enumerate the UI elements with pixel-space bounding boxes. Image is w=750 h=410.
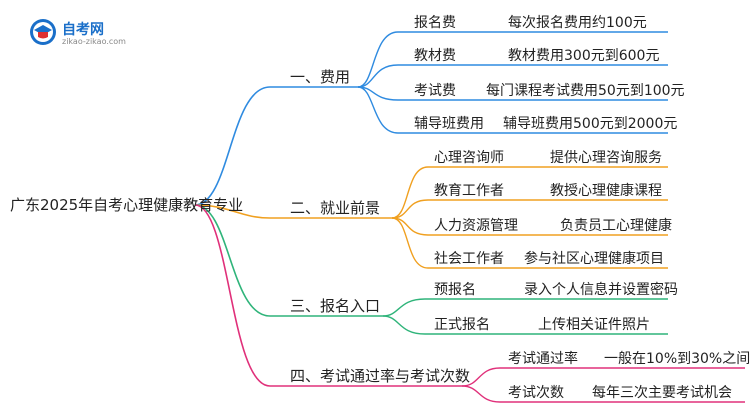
branch-fees: 一、费用: [290, 68, 351, 86]
graduation-cap-icon: [30, 19, 56, 45]
exam-item-value: 一般在10%到30%之间: [604, 351, 750, 367]
connector-root-exam: [194, 204, 462, 387]
branch-career: 二、就业前景: [290, 199, 381, 217]
fee-item-value: 每次报名费用约100元: [508, 15, 647, 31]
career-item-value: 教授心理健康课程: [550, 183, 662, 199]
entry-item-value: 上传相关证件照片: [538, 317, 650, 333]
fee-item-label: 考试费: [414, 83, 456, 99]
career-item-value: 提供心理咨询服务: [550, 150, 662, 166]
fee-item-value: 每门课程考试费用50元到100元: [486, 83, 685, 99]
connector-root-career: [194, 204, 392, 219]
logo: [28, 16, 60, 50]
root-topic: 广东2025年自考心理健康教育专业: [10, 196, 244, 214]
entry-item-label: 正式报名: [434, 317, 490, 333]
fee-item-value: 教材费用300元到600元: [508, 48, 660, 64]
logo-name: 自考网: [62, 22, 104, 38]
career-item-label: 教育工作者: [434, 183, 504, 199]
career-connectors: [391, 166, 668, 269]
fee-item-label: 教材费: [414, 48, 456, 64]
branch-entry: 三、报名入口: [290, 297, 381, 315]
career-item-value: 参与社区心理健康项目: [524, 251, 664, 267]
exam-connectors: [461, 367, 745, 403]
fee-item-value: 辅导班费用500元到2000元: [503, 116, 678, 132]
logo-url: zikao-zikao.com: [62, 37, 126, 46]
entry-item-label: 预报名: [434, 282, 476, 298]
fee-item-label: 报名费: [414, 15, 456, 31]
exam-item-label: 考试通过率: [508, 351, 578, 367]
career-item-label: 心理咨询师: [434, 150, 504, 166]
career-item-label: 人力资源管理: [434, 218, 518, 234]
entry-item-value: 录入个人信息并设置密码: [524, 282, 678, 298]
fees-connectors: [357, 31, 668, 134]
fee-item-label: 辅导班费用: [414, 116, 484, 132]
entry-connectors: [382, 298, 668, 335]
branch-exam: 四、考试通过率与考试次数: [290, 367, 471, 385]
exam-item-label: 考试次数: [508, 385, 564, 401]
exam-item-value: 每年三次主要考试机会: [592, 385, 732, 401]
career-item-label: 社会工作者: [434, 251, 504, 267]
connector-root-fees: [194, 86, 358, 206]
career-item-value: 负责员工心理健康: [560, 218, 672, 234]
connector-root-entry: [194, 204, 383, 317]
